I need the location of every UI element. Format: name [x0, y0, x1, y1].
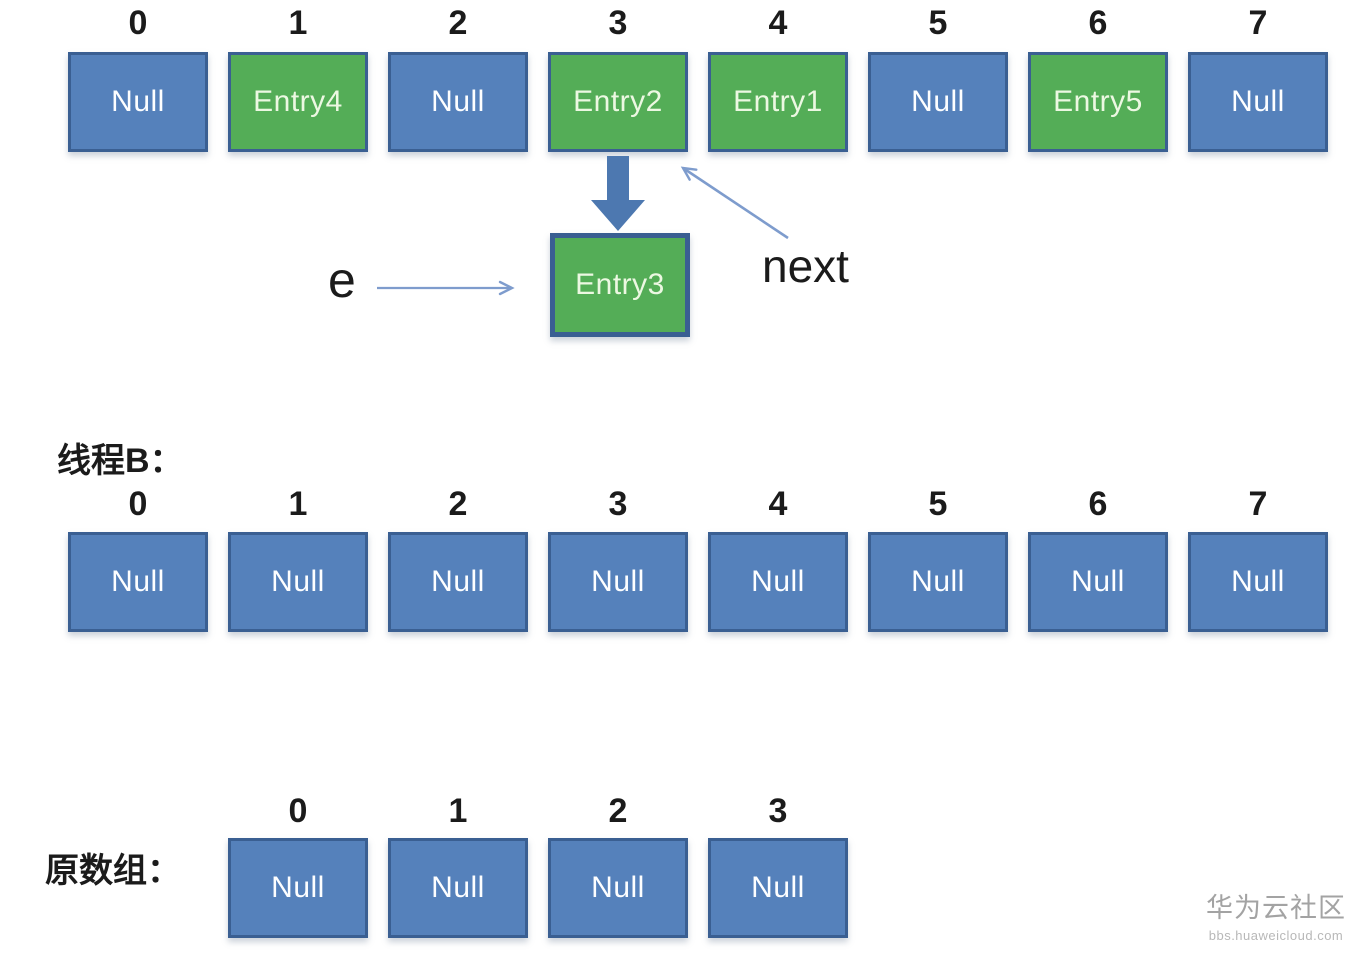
top-array-bucket-0: Null: [68, 52, 208, 152]
thread-b-index-3: 3: [608, 485, 628, 523]
thread-b-index-2: 2: [448, 485, 468, 523]
bucket-value: Entry2: [573, 85, 663, 118]
thread-b-label: 线程B：: [57, 442, 184, 480]
thread-b-bucket-6: Null: [1028, 532, 1168, 632]
thread-b-index-6: 6: [1088, 485, 1108, 523]
pending-node-entry3: Entry3: [550, 233, 690, 337]
original-array-index-2: 2: [608, 792, 628, 830]
bucket-value: Null: [591, 565, 645, 598]
next-arrow: [680, 166, 789, 240]
top-array-index-0: 0: [128, 4, 148, 42]
top-array-bucket-4: Entry1: [708, 52, 848, 152]
bucket-value: Null: [111, 565, 165, 598]
watermark-url: bbs.huaweicloud.com: [1208, 928, 1344, 943]
thread-b-bucket-7: Null: [1188, 532, 1328, 632]
thread-b-bucket-1: Null: [228, 532, 368, 632]
bucket-value: Null: [1231, 85, 1285, 118]
top-array-index-3: 3: [608, 4, 628, 42]
bucket-value: Null: [111, 85, 165, 118]
top-array-bucket-5: Null: [868, 52, 1008, 152]
thread-b-bucket-5: Null: [868, 532, 1008, 632]
original-array-bucket-2: Null: [548, 838, 688, 938]
bucket-value: Null: [911, 85, 965, 118]
bucket-value: Null: [911, 565, 965, 598]
pointer-next-label: next: [762, 240, 849, 292]
original-array-label: 原数组：: [45, 852, 181, 890]
thread-b-index-7: 7: [1248, 485, 1268, 523]
top-array-bucket-1: Entry4: [228, 52, 368, 152]
thread-b-index-0: 0: [128, 485, 148, 523]
bucket-value: Null: [431, 871, 485, 904]
top-array-bucket-2: Null: [388, 52, 528, 152]
thread-b-index-1: 1: [288, 485, 308, 523]
thread-b-index-5: 5: [928, 485, 948, 523]
thread-b-bucket-4: Null: [708, 532, 848, 632]
bucket-value: Null: [1071, 565, 1125, 598]
pointer-e-label: e: [328, 252, 356, 308]
thread-b-bucket-0: Null: [68, 532, 208, 632]
top-array-index-4: 4: [768, 4, 788, 42]
original-array-index-0: 0: [288, 792, 308, 830]
top-array-bucket-3: Entry2: [548, 52, 688, 152]
original-array-bucket-0: Null: [228, 838, 368, 938]
original-array-bucket-1: Null: [388, 838, 528, 938]
thread-b-bucket-3: Null: [548, 532, 688, 632]
bucket-value: Null: [751, 565, 805, 598]
top-array-index-1: 1: [288, 4, 308, 42]
original-array-bucket-3: Null: [708, 838, 848, 938]
bucket-value: Entry3: [575, 268, 665, 301]
bucket-value: Null: [751, 871, 805, 904]
bucket-value: Null: [1231, 565, 1285, 598]
bucket-value: Null: [271, 871, 325, 904]
original-array-index-3: 3: [768, 792, 788, 830]
watermark-title: 华为云社区: [1206, 893, 1346, 923]
watermark: 华为云社区 bbs.huaweicloud.com: [1206, 886, 1346, 943]
bucket-value: Null: [431, 85, 485, 118]
top-array-bucket-6: Entry5: [1028, 52, 1168, 152]
thread-b-index-4: 4: [768, 485, 788, 523]
bucket-value: Entry4: [253, 85, 343, 118]
bucket-value: Null: [591, 871, 645, 904]
bucket-value: Entry1: [733, 85, 823, 118]
top-array-bucket-7: Null: [1188, 52, 1328, 152]
bucket-value: Entry5: [1053, 85, 1143, 118]
thread-b-bucket-2: Null: [388, 532, 528, 632]
bucket-value: Null: [271, 565, 325, 598]
top-array-index-7: 7: [1248, 4, 1268, 42]
top-array-index-5: 5: [928, 4, 948, 42]
bucket-value: Null: [431, 565, 485, 598]
top-array-index-6: 6: [1088, 4, 1108, 42]
original-array-index-1: 1: [448, 792, 468, 830]
down-arrow: [591, 156, 645, 231]
top-array-index-2: 2: [448, 4, 468, 42]
